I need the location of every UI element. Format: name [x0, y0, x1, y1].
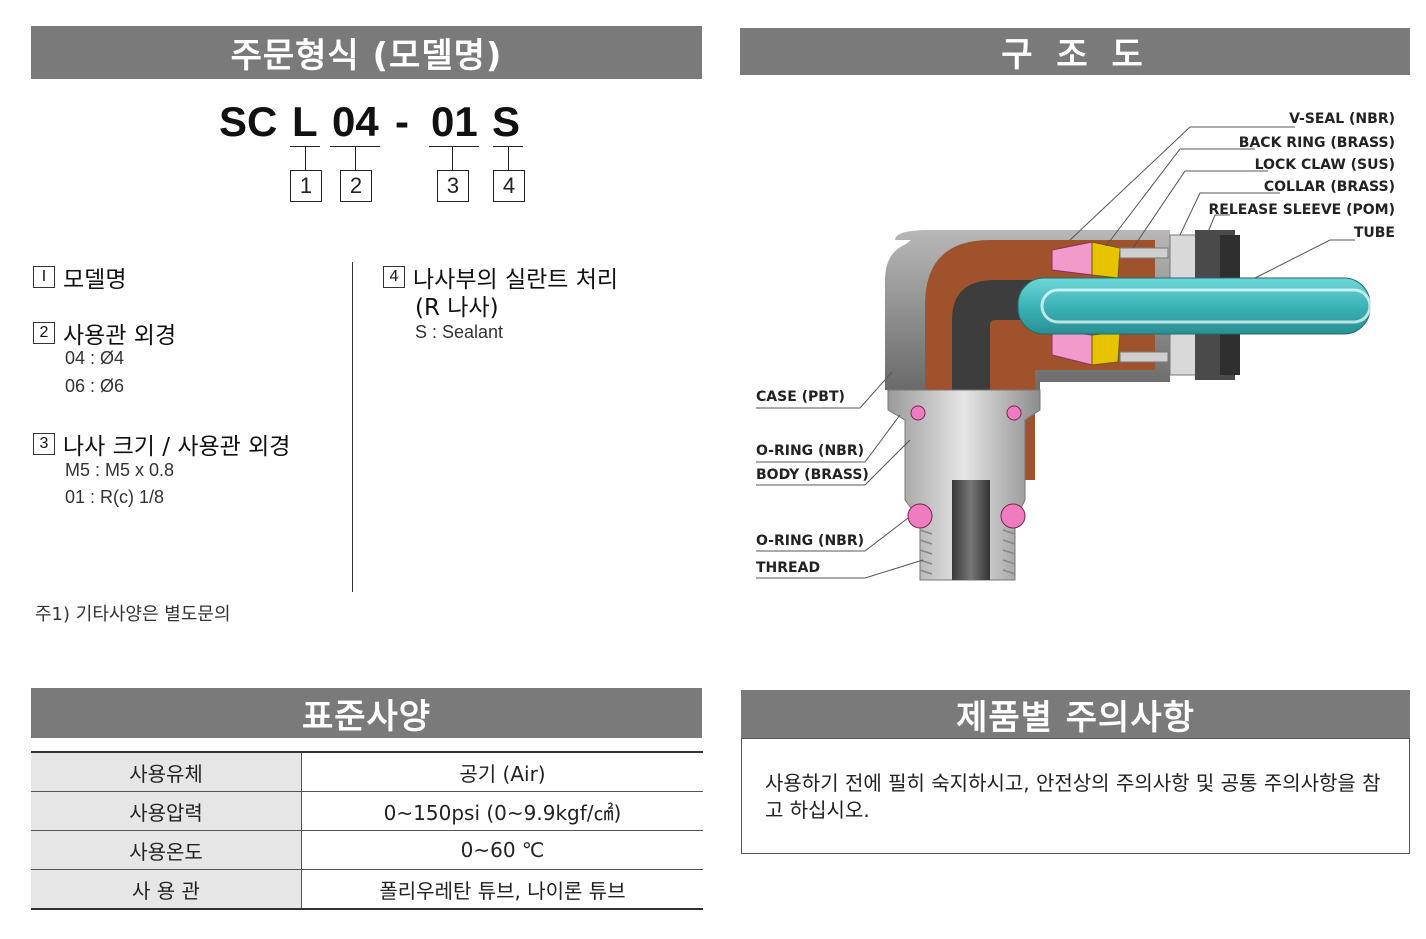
position-box-3: 3: [437, 170, 469, 202]
position-box-1: 1: [290, 170, 322, 202]
spec-value: 0~60 ℃: [301, 830, 703, 870]
item-2-option-2: 06 : Ø6: [65, 376, 125, 396]
label-tube: TUBE: [1354, 225, 1395, 241]
model-code: SC L 04 - 01 S: [0, 98, 1426, 158]
label-back-ring: BACK RING (BRASS): [1239, 135, 1395, 151]
table-row: 사용온도 0~60 ℃: [31, 830, 703, 870]
label-collar: COLLAR (BRASS): [1264, 179, 1395, 195]
model-code-part3: 01: [431, 98, 478, 145]
item-2-title: 2 사용관 외경: [33, 316, 176, 350]
item-3-option-2: 01 : R(c) 1/8: [65, 487, 165, 507]
spec-table: 사용유체 공기 (Air) 사용압력 0~150psi (0~9.9kgf/㎠)…: [31, 751, 703, 910]
item-2-option-1: 04 : Ø4: [65, 348, 125, 368]
label-o-ring-lower: O-RING (NBR): [756, 533, 864, 549]
model-code-dash: -: [395, 98, 409, 145]
item-4-option-1: S : Sealant: [415, 322, 504, 342]
label-body: BODY (BRASS): [756, 467, 869, 483]
label-case: CASE (PBT): [756, 389, 845, 405]
spec-header: 표준사양: [31, 688, 702, 738]
spec-value: 공기 (Air): [301, 752, 703, 792]
order-note: 주1) 기타사양은 별도문의: [35, 604, 231, 625]
item-3-title: 3 나사 크기 / 사용관 외경: [33, 427, 290, 461]
model-code-part4: S: [492, 98, 521, 145]
spec-value: 0~150psi (0~9.9kgf/㎠): [301, 791, 703, 831]
order-form-header: 주문형식 (모델명): [31, 26, 702, 79]
spec-key: 사용유체: [31, 752, 302, 792]
spec-key: 사용압력: [31, 791, 302, 831]
model-code-prefix: SC: [219, 98, 278, 145]
item-4-title: 4 나사부의 실란트 처리: [383, 260, 618, 294]
spec-key: 사용온도: [31, 830, 302, 870]
back-ring: [1119, 247, 1169, 259]
table-row: 사용압력 0~150psi (0~9.9kgf/㎠): [31, 791, 703, 831]
lock-claw-top: [1091, 241, 1121, 279]
tube: [1017, 277, 1371, 335]
item-3-num: 3: [33, 433, 55, 455]
caution-header: 제품별 주의사항: [741, 690, 1410, 738]
column-divider: [352, 262, 353, 592]
item-3-label: 나사 크기 / 사용관 외경: [63, 434, 291, 460]
item-1-num: I: [33, 266, 55, 288]
label-v-seal: V-SEAL (NBR): [1289, 111, 1395, 127]
o-ring-lower-left: [907, 503, 933, 529]
item-3-option-1: M5 : M5 x 0.8: [65, 460, 175, 480]
item-4-title-line2: (R 나사): [415, 295, 499, 321]
item-1-label: 모델명: [63, 267, 127, 293]
position-box-2: 2: [340, 170, 372, 202]
label-thread: THREAD: [756, 560, 820, 576]
model-code-part1: L: [292, 98, 318, 145]
item-2-num: 2: [33, 322, 55, 344]
caution-text: 사용하기 전에 필히 숙지하시고, 안전상의 주의사항 및 공통 주의사항을 참…: [765, 771, 1381, 822]
table-row: 사 용 관 폴리우레탄 튜브, 나이론 튜브: [31, 869, 703, 909]
o-ring-lower-right: [1000, 503, 1026, 529]
label-o-ring-upper: O-RING (NBR): [756, 443, 864, 459]
lock-claw-bottom: [1091, 331, 1121, 366]
item-4-num: 4: [383, 266, 405, 288]
label-release-sleeve: RELEASE SLEEVE (POM): [1209, 202, 1395, 218]
label-lock-claw: LOCK CLAW (SUS): [1255, 157, 1395, 173]
structure-header: 구 조 도: [740, 28, 1410, 75]
spec-key: 사 용 관: [31, 869, 302, 909]
model-code-part2: 04: [332, 98, 379, 145]
table-row: 사용유체 공기 (Air): [31, 752, 703, 792]
caution-box: [741, 738, 1410, 854]
body-bore: [952, 480, 990, 580]
o-ring-upper-right: [1006, 405, 1022, 421]
item-2-label: 사용관 외경: [63, 323, 177, 349]
o-ring-upper-left: [910, 405, 926, 421]
spec-value: 폴리우레탄 튜브, 나이론 튜브: [379, 878, 626, 903]
position-box-4: 4: [493, 170, 525, 202]
structure-diagram: V-SEAL (NBR) BACK RING (BRASS) LOCK CLAW…: [756, 111, 1395, 581]
item-4-label: 나사부의 실란트 처리: [413, 267, 619, 293]
item-1-title: I 모델명: [33, 260, 126, 294]
